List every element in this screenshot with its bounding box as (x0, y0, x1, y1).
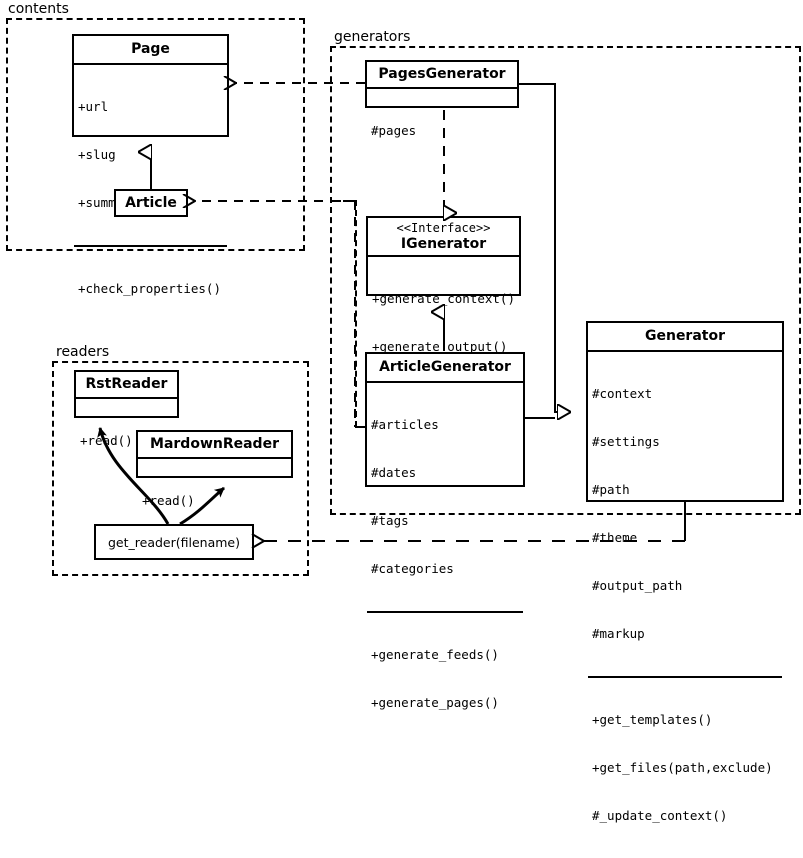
class-generator-operations: +get_templates() +get_files(path,exclude… (588, 676, 782, 858)
class-igenerator-header: <<Interface>> IGenerator (368, 218, 519, 255)
uml-diagram-canvas: contents generators readers Page +url +s… (6, 1, 801, 823)
class-page-operations: +check_properties() (74, 245, 227, 331)
class-igenerator-operations: +generate_context() +generate_output() (368, 255, 519, 389)
operation: +generate_pages() (371, 695, 499, 710)
attribute: #path (592, 482, 630, 497)
operation: +generate_feeds() (371, 647, 499, 662)
operation: #_update_context() (592, 808, 728, 823)
function-get-reader[interactable]: get_reader(filename) (94, 524, 254, 560)
class-pagesgenerator-attributes: #pages (367, 87, 517, 173)
package-contents-label: contents (6, 1, 71, 17)
class-igenerator-stereotype: <<Interface>> (396, 221, 491, 235)
attribute: #articles (371, 417, 439, 432)
attribute: #tags (371, 513, 409, 528)
attribute: #theme (592, 530, 638, 545)
class-articlegenerator-title: ArticleGenerator (379, 359, 511, 375)
class-rstreader-title: RstReader (85, 376, 168, 392)
class-article-title: Article (125, 195, 177, 211)
attribute: #pages (371, 123, 417, 138)
operation: +generate_context() (372, 291, 515, 306)
generators-inner-rail (355, 200, 357, 427)
class-article[interactable]: Article (114, 189, 188, 217)
class-pagesgenerator[interactable]: PagesGenerator #pages (365, 60, 519, 138)
class-mardownreader[interactable]: MardownReader +read() (136, 430, 293, 508)
package-readers (52, 361, 309, 576)
attribute: #context (592, 386, 653, 401)
class-igenerator-title: IGenerator (400, 236, 487, 252)
attribute: +url (78, 99, 109, 114)
class-articlegenerator[interactable]: ArticleGenerator #articles #dates #tags … (365, 352, 525, 710)
function-get-reader-label: get_reader(filename) (108, 534, 240, 550)
operation: +generate_output() (372, 339, 508, 354)
attribute: #output_path (592, 578, 683, 593)
attribute: #settings (592, 434, 660, 449)
class-pagesgenerator-title: PagesGenerator (378, 66, 506, 82)
attribute: #dates (371, 465, 417, 480)
class-articlegenerator-attributes: #articles #dates #tags #categories (367, 381, 523, 611)
class-mardownreader-title: MardownReader (150, 436, 279, 452)
class-page[interactable]: Page +url +slug +summary +check_properti… (72, 34, 229, 296)
package-generators-label: generators (332, 29, 413, 45)
class-page-title: Page (131, 41, 170, 57)
operation: +get_templates() (592, 712, 713, 727)
attribute: +slug (78, 147, 116, 162)
package-readers-label: readers (54, 344, 112, 360)
class-page-attributes: +url +slug +summary (74, 63, 227, 245)
class-generator-title: Generator (644, 328, 725, 344)
operation: +get_files(path,exclude) (592, 760, 773, 775)
class-generator[interactable]: Generator #context #settings #path #them… (586, 321, 784, 823)
class-articlegenerator-operations: +generate_feeds() +generate_pages() (367, 611, 523, 745)
class-igenerator[interactable]: <<Interface>> IGenerator +generate_conte… (366, 216, 521, 354)
attribute: #categories (371, 561, 454, 576)
attribute: #markup (592, 626, 645, 641)
operation: +check_properties() (78, 281, 221, 296)
class-rstreader[interactable]: RstReader +read() (74, 370, 179, 448)
package-generators (330, 46, 801, 515)
generators-inner-rail-top (335, 200, 357, 202)
operation: +read() (142, 493, 195, 508)
class-generator-attributes: #context #settings #path #theme #output_… (588, 350, 782, 676)
package-contents (6, 18, 305, 251)
